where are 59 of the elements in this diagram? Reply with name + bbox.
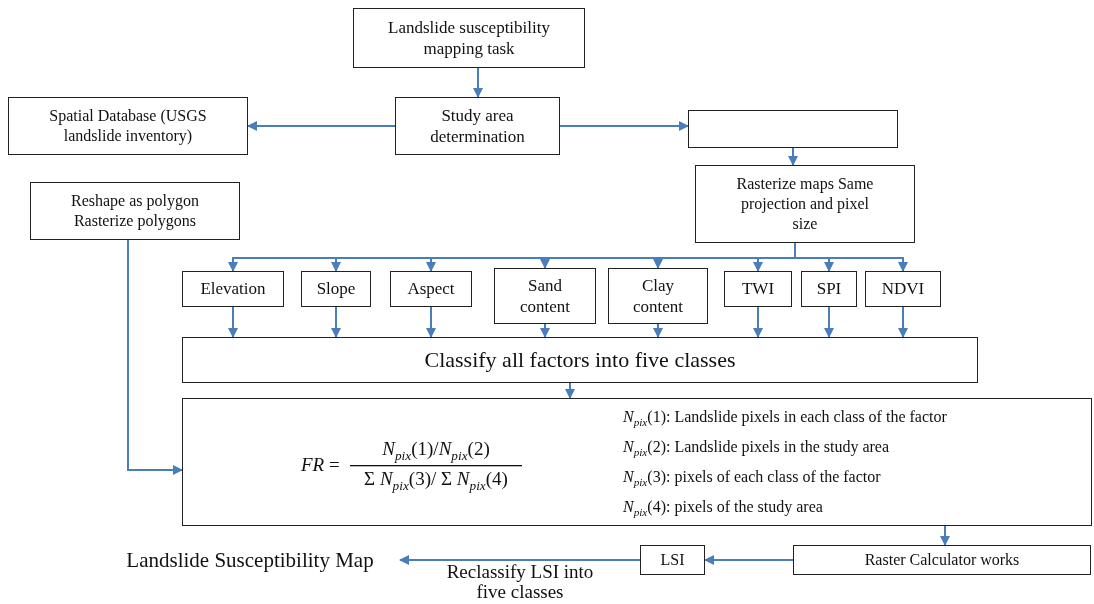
process-box xyxy=(353,8,585,68)
node-text: Clay content xyxy=(631,274,684,318)
process-box xyxy=(8,97,248,155)
process-box xyxy=(182,337,978,383)
arrow xyxy=(898,306,908,338)
process-box xyxy=(695,165,915,243)
arrow xyxy=(399,555,641,565)
definition-text: N$_{pix}$(4): pixels of the study area xyxy=(623,497,823,520)
formula-box xyxy=(182,398,1092,526)
arrow xyxy=(653,323,663,338)
empty-box xyxy=(688,110,898,148)
formula-denominator: Σ N$_{pix}$(3)/ Σ N$_{pix}$(4) xyxy=(363,467,509,495)
node-text: Spatial Database (USGS landslide inventory) xyxy=(48,106,208,146)
definition-text: N$_{pix}$(3): pixels of each class of the factor xyxy=(623,467,881,490)
process-box xyxy=(301,271,371,307)
node-text: Landslide susceptibility mapping task xyxy=(388,16,550,60)
arrow xyxy=(824,306,834,338)
arrow xyxy=(228,306,238,338)
node-text: Slope xyxy=(316,278,356,300)
arrow xyxy=(753,306,763,338)
formula-text: FR = xyxy=(301,453,340,477)
process-box xyxy=(30,182,240,240)
node-text: SPI xyxy=(816,278,842,300)
node-text: LSI xyxy=(660,550,685,570)
process-box xyxy=(793,545,1091,575)
arrow xyxy=(127,239,183,475)
node-text: Raster Calculator works xyxy=(864,550,1020,570)
arrow xyxy=(565,382,575,399)
process-box xyxy=(865,271,941,307)
arrow xyxy=(788,147,798,166)
node-text: NDVI xyxy=(881,278,925,300)
arrow xyxy=(473,67,483,98)
node-text: Sand content xyxy=(518,274,571,318)
arrow xyxy=(940,525,950,546)
definition-text: N$_{pix}$(2): Landslide pixels in the study area xyxy=(623,437,890,460)
node-text: Elevation xyxy=(200,278,266,300)
process-box xyxy=(640,545,705,575)
node-text: Rasterize maps Same projection and pixel size xyxy=(736,174,874,234)
process-box xyxy=(395,97,560,155)
node-text: Reshape as polygon Rasterize polygons xyxy=(70,191,200,231)
arrow xyxy=(559,121,689,131)
arrow xyxy=(331,306,341,338)
process-box xyxy=(608,268,708,324)
arrow xyxy=(247,121,396,131)
process-box xyxy=(390,271,472,307)
arrow xyxy=(704,555,794,565)
node-text: Aspect xyxy=(407,278,455,300)
process-box xyxy=(182,271,284,307)
arrow xyxy=(540,323,550,338)
arrow xyxy=(426,306,436,338)
output-box-text: Landslide Susceptibility Map xyxy=(100,545,400,575)
node-text: TWI xyxy=(741,278,775,300)
definition-text: N$_{pix}$(1): Landslide pixels in each class of the factor xyxy=(623,407,947,430)
process-box xyxy=(801,271,857,307)
formula-numerator: N$_{pix}$(1)/N$_{pix}$(2) xyxy=(381,437,491,465)
node-text: Study area determination xyxy=(429,104,526,148)
process-box xyxy=(724,271,792,307)
process-box xyxy=(494,268,596,324)
node-text: Classify all factors into five classes xyxy=(424,346,736,374)
